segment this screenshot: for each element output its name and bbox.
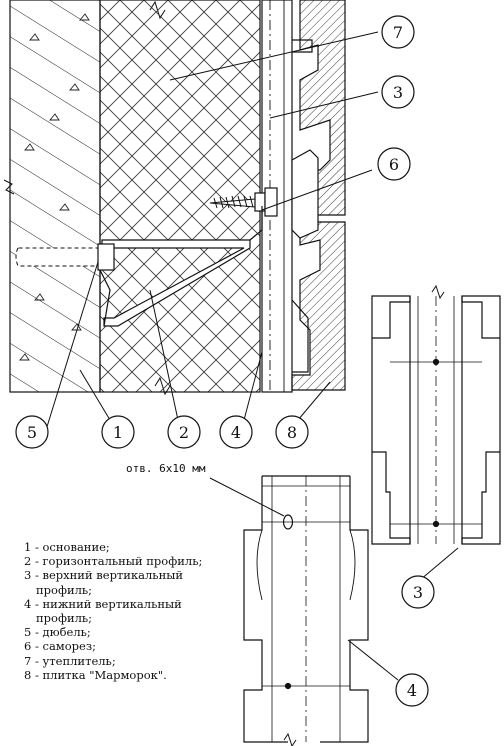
legend-item: 2 - горизонтальный профиль; bbox=[24, 554, 203, 569]
svg-text:1: 1 bbox=[113, 423, 123, 442]
callout-6: 6 bbox=[377, 147, 411, 181]
legend-item: 4 - нижний вертикальный bbox=[24, 596, 182, 611]
legend-item: 5 - дюбель; bbox=[24, 625, 91, 640]
svg-text:3: 3 bbox=[393, 83, 403, 102]
leader-lines bbox=[45, 31, 379, 431]
callout-3-main: 3 bbox=[381, 75, 415, 109]
legend: 1 - основание; 2 - горизонтальный профил… bbox=[24, 540, 254, 682]
legend-item: профиль; bbox=[36, 582, 93, 597]
svg-text:5: 5 bbox=[27, 423, 37, 442]
upper-vertical-profile-view bbox=[371, 284, 501, 581]
callout-circles: 7 3 6 5 1 2 4 8 bbox=[15, 15, 415, 449]
svg-text:3: 3 bbox=[413, 583, 423, 602]
svg-text:4: 4 bbox=[407, 681, 417, 700]
legend-item: 7 - утеплитель; bbox=[24, 653, 116, 668]
tile-lower bbox=[291, 221, 346, 391]
screw bbox=[209, 187, 278, 217]
svg-text:7: 7 bbox=[393, 23, 403, 42]
svg-text:4: 4 bbox=[231, 423, 241, 442]
dowel bbox=[15, 243, 115, 327]
legend-item: 8 - плитка "Марморок". bbox=[24, 667, 167, 682]
callout-8: 8 bbox=[275, 415, 309, 449]
break-mark-left bbox=[3, 179, 15, 195]
callout-4-main: 4 bbox=[219, 415, 253, 449]
tile-upper bbox=[299, 0, 346, 216]
svg-text:8: 8 bbox=[287, 423, 297, 442]
legend-item: 6 - саморез; bbox=[24, 639, 96, 654]
legend-item: 3 - верхний вертикальный bbox=[24, 568, 184, 583]
legend-item: 1 - основание; bbox=[24, 540, 110, 554]
callout-5: 5 bbox=[15, 415, 49, 449]
legend-item: профиль; bbox=[36, 611, 93, 626]
main-section bbox=[3, 0, 379, 431]
callout-1: 1 bbox=[101, 415, 135, 449]
callout-2: 2 bbox=[167, 415, 201, 449]
insulation bbox=[99, 0, 261, 393]
base-wall bbox=[9, 0, 101, 393]
callout-7: 7 bbox=[381, 15, 415, 49]
horizontal-profile bbox=[101, 239, 251, 327]
hole-size-note: отв. 6х10 мм bbox=[126, 462, 206, 475]
callout-3-side: 3 bbox=[401, 575, 435, 609]
svg-text:6: 6 bbox=[389, 155, 399, 174]
lower-vertical-profile-view bbox=[209, 475, 399, 746]
svg-text:2: 2 bbox=[179, 423, 189, 442]
callout-4-side: 4 bbox=[395, 673, 429, 707]
